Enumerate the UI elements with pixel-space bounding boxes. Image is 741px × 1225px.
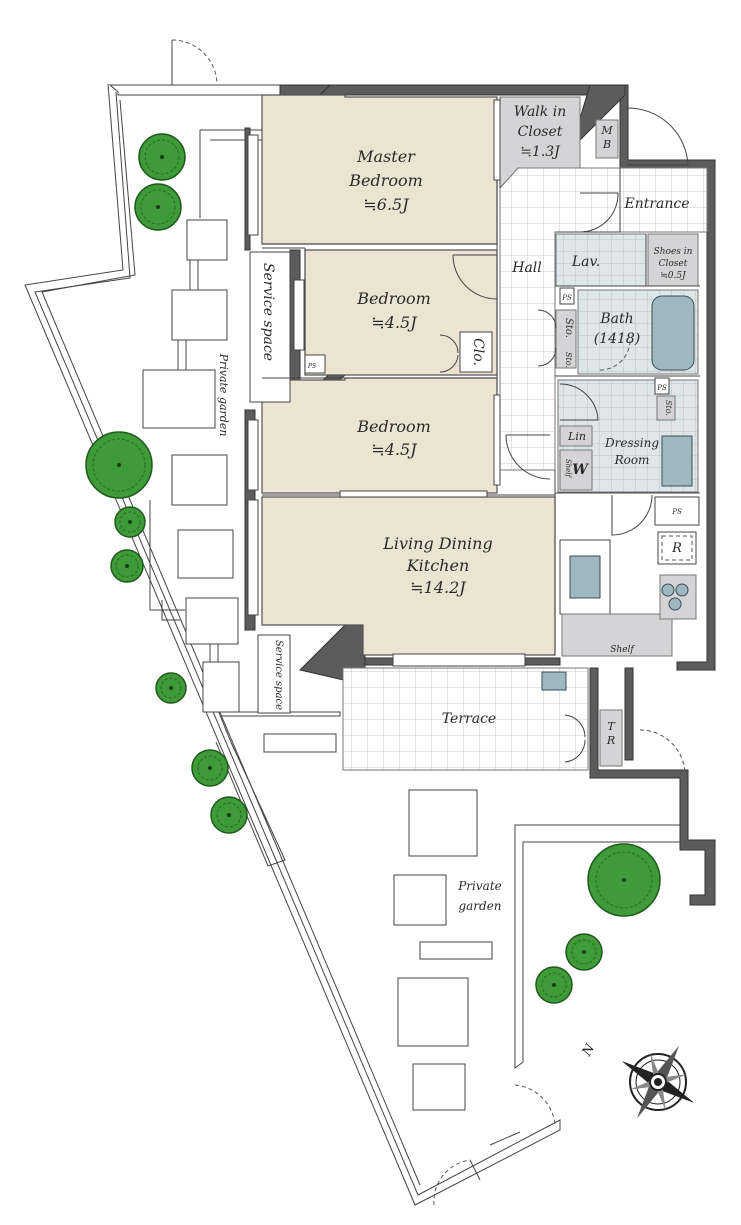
ldk-label-2: Kitchen bbox=[406, 556, 470, 575]
private-garden-side-label: Private garden bbox=[217, 353, 230, 437]
sto-label-2: Sto. bbox=[564, 352, 573, 368]
tree bbox=[191, 749, 229, 787]
hall-label: Hall bbox=[511, 260, 542, 276]
ps-label-4: PS bbox=[307, 363, 316, 370]
mb-label-1: M bbox=[600, 124, 613, 137]
service-space-lower-area bbox=[257, 634, 291, 714]
refrigerator-label: R bbox=[671, 541, 682, 556]
ps-label-3: PS bbox=[671, 508, 682, 516]
master-bedroom bbox=[261, 94, 498, 245]
mb-label-2: B bbox=[602, 138, 611, 151]
dressing-room-label-1: Dressing bbox=[604, 436, 659, 450]
shoes-closet-label-1: Shoes in bbox=[654, 247, 693, 257]
lin-label: Lin bbox=[567, 430, 586, 443]
trunk-room bbox=[599, 709, 623, 767]
bath-label: Bath bbox=[599, 311, 633, 327]
windows bbox=[247, 99, 526, 667]
tree bbox=[138, 133, 186, 181]
doors bbox=[439, 107, 689, 776]
tree bbox=[535, 966, 573, 1004]
shelf-label-1: Shelf bbox=[564, 459, 572, 479]
living-dining-kitchen bbox=[261, 496, 556, 656]
service-space-upper-area bbox=[249, 251, 291, 403]
ldk-size: ≒14.2J bbox=[410, 578, 467, 597]
ps-label-2: PS bbox=[656, 384, 667, 392]
bath-size: (1418) bbox=[594, 331, 641, 347]
sto-label-1: Sto. bbox=[563, 318, 574, 338]
ps-label-1: PS bbox=[561, 294, 572, 302]
dressing-room-label-2: Room bbox=[614, 453, 650, 467]
trunk-room-label-1: T bbox=[607, 720, 616, 733]
compass-north-label: N bbox=[579, 1041, 598, 1060]
lav-label: Lav. bbox=[571, 254, 600, 270]
tree bbox=[565, 933, 603, 971]
sto-label-3: Sto. bbox=[664, 400, 673, 416]
trunk-room-label-2: R bbox=[606, 734, 615, 747]
walk-in-closet-size: ≒1.3J bbox=[520, 144, 561, 160]
mb-closet bbox=[595, 119, 619, 159]
service-space-lower-label: Service space bbox=[273, 640, 284, 710]
terrace-label: Terrace bbox=[442, 711, 496, 727]
trees bbox=[85, 133, 661, 1004]
tree bbox=[155, 672, 187, 704]
shelf-label-2: Shelf bbox=[610, 645, 635, 655]
washer-label: W bbox=[572, 462, 589, 478]
tree bbox=[110, 549, 144, 583]
bedroom-2-label: Bedroom bbox=[356, 289, 431, 308]
service-space-upper-label: Service space bbox=[260, 263, 276, 361]
bedroom-3-label: Bedroom bbox=[356, 417, 431, 436]
walk-in-closet-label-2: Closet bbox=[518, 124, 563, 140]
clo-label: Clo. bbox=[470, 338, 486, 366]
tree bbox=[134, 183, 182, 231]
tree bbox=[210, 796, 248, 834]
stepping-stones bbox=[142, 219, 493, 1111]
private-garden-front-label-1: Private bbox=[457, 879, 502, 893]
master-bedroom-label-2: Bedroom bbox=[348, 171, 423, 190]
bedroom-3-size: ≒4.5J bbox=[371, 440, 418, 459]
shoes-closet-label-2: Closet bbox=[659, 259, 688, 269]
bedroom-2-size: ≒4.5J bbox=[371, 313, 418, 332]
walk-in-closet-label-1: Walk in bbox=[514, 104, 566, 120]
shoes-closet-size: ≒0.5J bbox=[660, 271, 687, 281]
master-bedroom-label-1: Master bbox=[356, 147, 416, 166]
ldk-label-1: Living Dining bbox=[382, 534, 492, 553]
tree bbox=[587, 843, 661, 917]
compass-rose bbox=[621, 1045, 695, 1119]
tree bbox=[85, 431, 153, 499]
master-bedroom-size: ≒6.5J bbox=[363, 195, 410, 214]
private-garden-front-label-2: garden bbox=[458, 899, 501, 913]
lavatory bbox=[555, 233, 647, 287]
entrance-label: Entrance bbox=[623, 196, 689, 212]
shoes-closet bbox=[647, 233, 699, 287]
tree bbox=[114, 506, 146, 538]
